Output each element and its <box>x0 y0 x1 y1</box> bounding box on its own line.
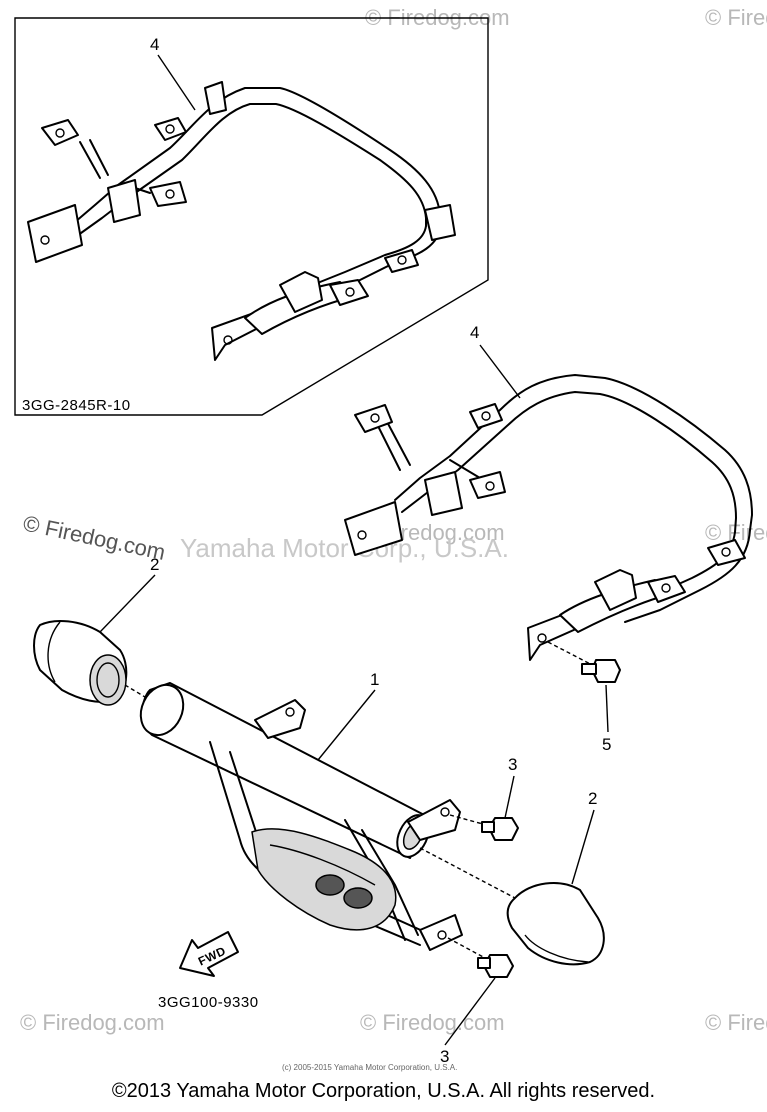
callout-number: 3 <box>440 1047 449 1066</box>
leader-line <box>504 775 515 819</box>
leader-line <box>605 684 609 733</box>
end-cap-left: 2 <box>33 555 159 706</box>
leader-line <box>99 574 156 633</box>
watermark-yamaha: Yamaha Motor Corp., U.S.A. <box>180 533 509 563</box>
bolt-3-upper: 3 <box>449 755 519 841</box>
watermark-firedog: © Firedog.com <box>360 1010 505 1035</box>
grab-bar-assembly: 4 <box>344 323 753 661</box>
fwd-arrow: FWD <box>179 931 239 977</box>
callout-number: 1 <box>370 670 379 689</box>
callout-number: 4 <box>470 323 479 342</box>
callout-number: 5 <box>602 735 611 754</box>
copyright-footer: ©2013 Yamaha Motor Corporation, U.S.A. A… <box>111 1080 656 1102</box>
inset-part-code: 3GG-2845R-10 <box>22 397 131 414</box>
bolt-3-lower: 3 <box>440 937 514 1066</box>
watermark-firedog: © Firedog.com <box>20 1010 165 1035</box>
inset-panel: 3GG-2845R-10 4 <box>14 17 489 416</box>
callout-number: 2 <box>150 555 159 574</box>
inset-grab-bar <box>27 81 456 361</box>
main-part-code: 3GG100-9330 <box>158 994 259 1011</box>
inset-border <box>14 17 489 416</box>
fine-print: (c) 2005-2015 Yamaha Motor Corporation, … <box>282 1063 457 1072</box>
crash-bar: 1 <box>139 670 463 951</box>
leader-line <box>444 977 496 1046</box>
callout-number: 4 <box>150 35 159 54</box>
leader-line <box>157 54 196 111</box>
callout-number: 3 <box>508 755 517 774</box>
leader-line <box>571 809 595 885</box>
watermark-firedog-left: © Firedog.com <box>21 510 168 565</box>
watermark-firedog: © Firedog.com <box>705 5 767 30</box>
callout-number: 2 <box>588 789 597 808</box>
watermark-firedog: © Firedog.com <box>705 1010 767 1035</box>
leader-line <box>479 344 521 399</box>
end-cap-right: 2 <box>419 789 605 966</box>
leader-line <box>317 689 376 761</box>
bolt-5: 5 <box>547 641 621 754</box>
